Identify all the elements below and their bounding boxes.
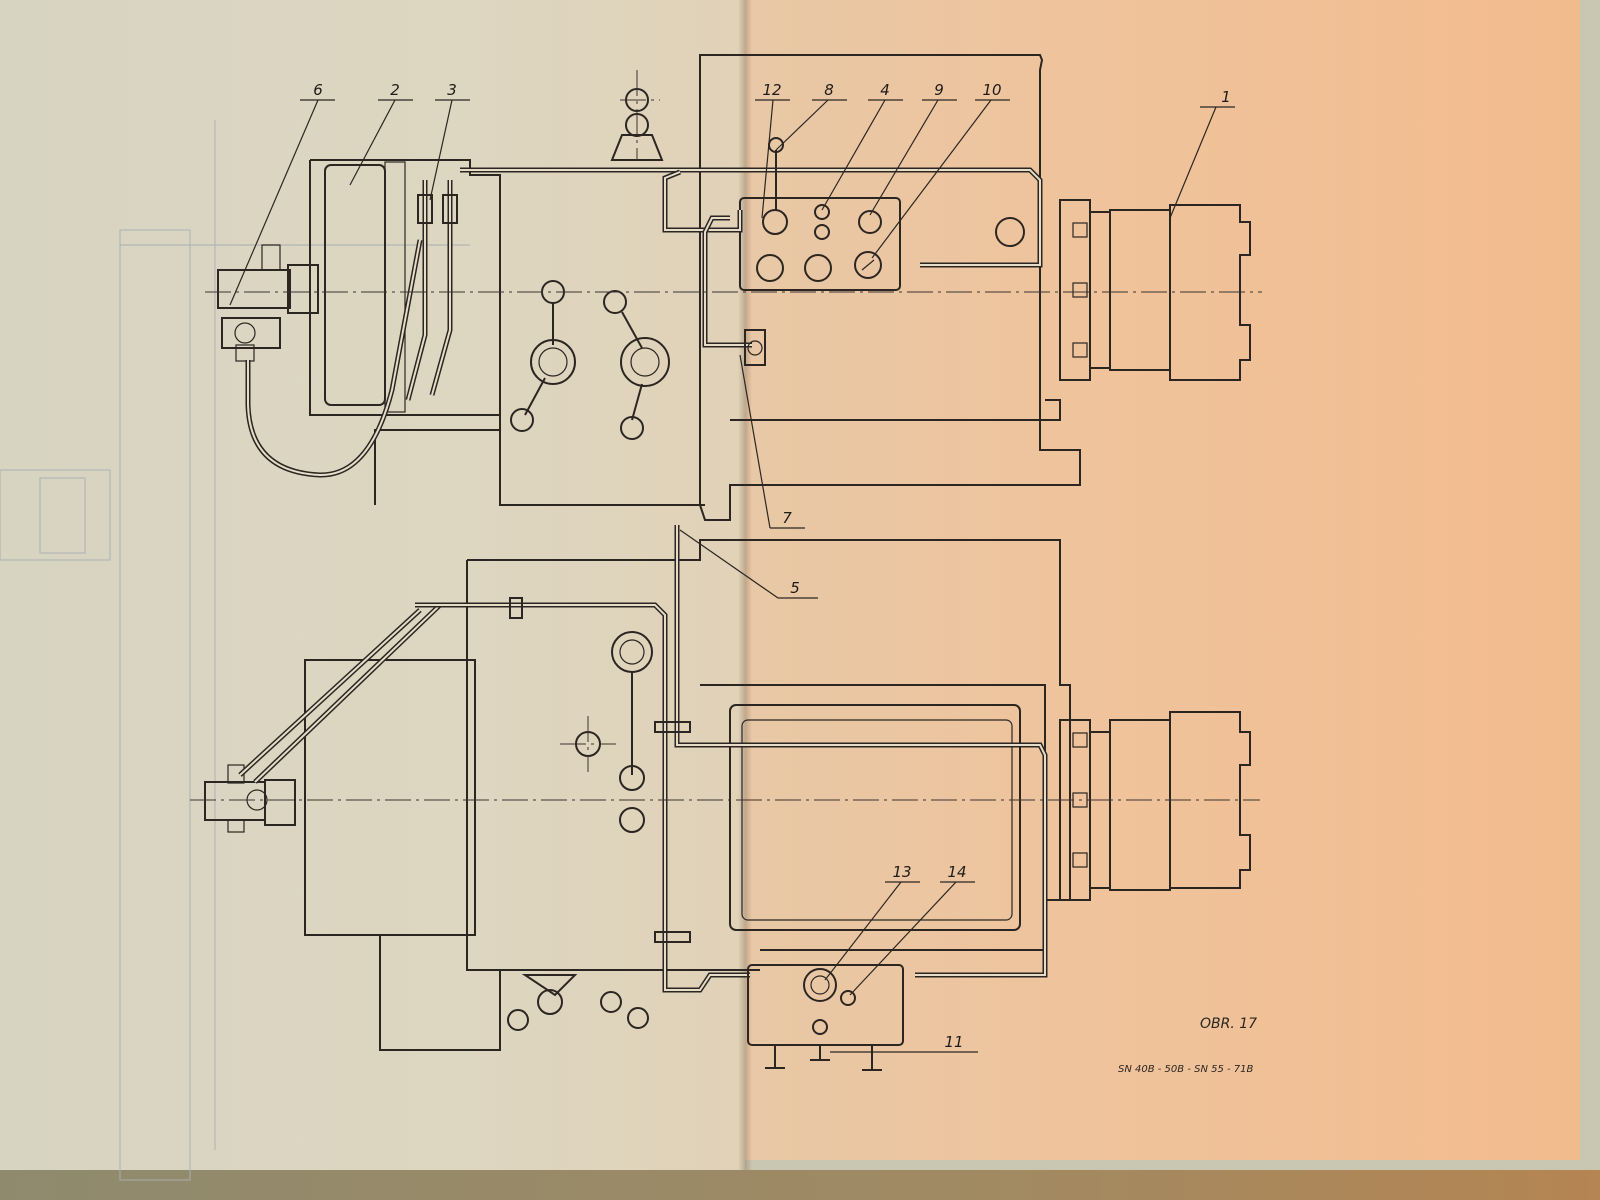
callout-1: 1 — [1221, 88, 1231, 106]
callout-11: 11 — [944, 1033, 963, 1051]
callout-labels: 1 2 3 4 5 6 7 8 9 10 11 12 13 14 — [313, 81, 1231, 1051]
top-view — [205, 54, 1262, 521]
callout-9: 9 — [934, 81, 944, 99]
callout-12: 12 — [762, 81, 781, 99]
model-code: SN 40B - 50B - SN 55 - 71B — [1118, 1064, 1254, 1075]
callout-7: 7 — [782, 509, 792, 527]
callout-6: 6 — [313, 81, 323, 99]
callout-14: 14 — [947, 863, 966, 881]
table-surface — [0, 1170, 1600, 1200]
callout-13: 13 — [892, 863, 911, 881]
show-through-lines — [0, 120, 470, 1181]
callout-4: 4 — [880, 81, 890, 99]
bottom-view — [190, 525, 1260, 1071]
paper-right-page — [745, 0, 1580, 1160]
figure-caption: OBR. 17 — [1200, 1016, 1257, 1032]
callout-5: 5 — [790, 579, 800, 597]
callout-2: 2 — [390, 81, 400, 99]
paper-left-page — [0, 0, 745, 1175]
callout-3: 3 — [447, 81, 457, 99]
callout-8: 8 — [824, 81, 834, 99]
leader-lines — [229, 99, 1235, 1053]
callout-10: 10 — [982, 81, 1001, 99]
